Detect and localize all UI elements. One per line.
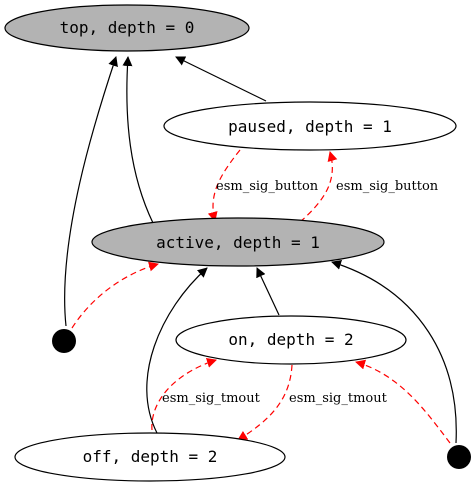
label-active-to-paused: esm_sig_button <box>336 179 439 194</box>
hierarchy-edges <box>64 56 457 444</box>
edge-on-to-active <box>256 267 280 316</box>
edge-initial1-to-top <box>64 56 118 327</box>
state-off: off, depth = 2 <box>14 432 286 482</box>
label-paused-to-active: esm_sig_button <box>216 179 319 194</box>
state-on: on, depth = 2 <box>175 315 407 365</box>
state-active: active, depth = 1 <box>91 217 385 267</box>
state-paused-label: paused, depth = 1 <box>228 117 392 136</box>
edge-on-to-off <box>237 364 293 441</box>
edge-initial2-to-active <box>331 259 457 444</box>
edge-initial1-to-active <box>71 261 159 329</box>
initial-state-dot <box>52 329 76 353</box>
edge-initial2-to-on <box>355 359 451 444</box>
edge-paused-to-active <box>207 149 241 222</box>
label-on-to-off: esm_sig_tmout <box>289 391 388 406</box>
transition-edges <box>71 149 451 444</box>
edge-paused-to-top <box>175 56 267 102</box>
initial-state-dot <box>447 445 471 469</box>
state-active-label: active, depth = 1 <box>156 233 320 252</box>
state-paused: paused, depth = 1 <box>163 101 457 151</box>
edge-active-to-top <box>122 56 154 224</box>
state-top-label: top, depth = 0 <box>60 18 195 37</box>
edge-off-to-active <box>146 267 208 434</box>
label-off-to-on: esm_sig_tmout <box>162 391 261 406</box>
state-top: top, depth = 0 <box>4 4 250 52</box>
edge-off-to-on <box>151 358 217 431</box>
edge-active-to-paused <box>299 151 338 223</box>
state-off-label: off, depth = 2 <box>83 447 218 466</box>
state-on-label: on, depth = 2 <box>228 330 353 349</box>
